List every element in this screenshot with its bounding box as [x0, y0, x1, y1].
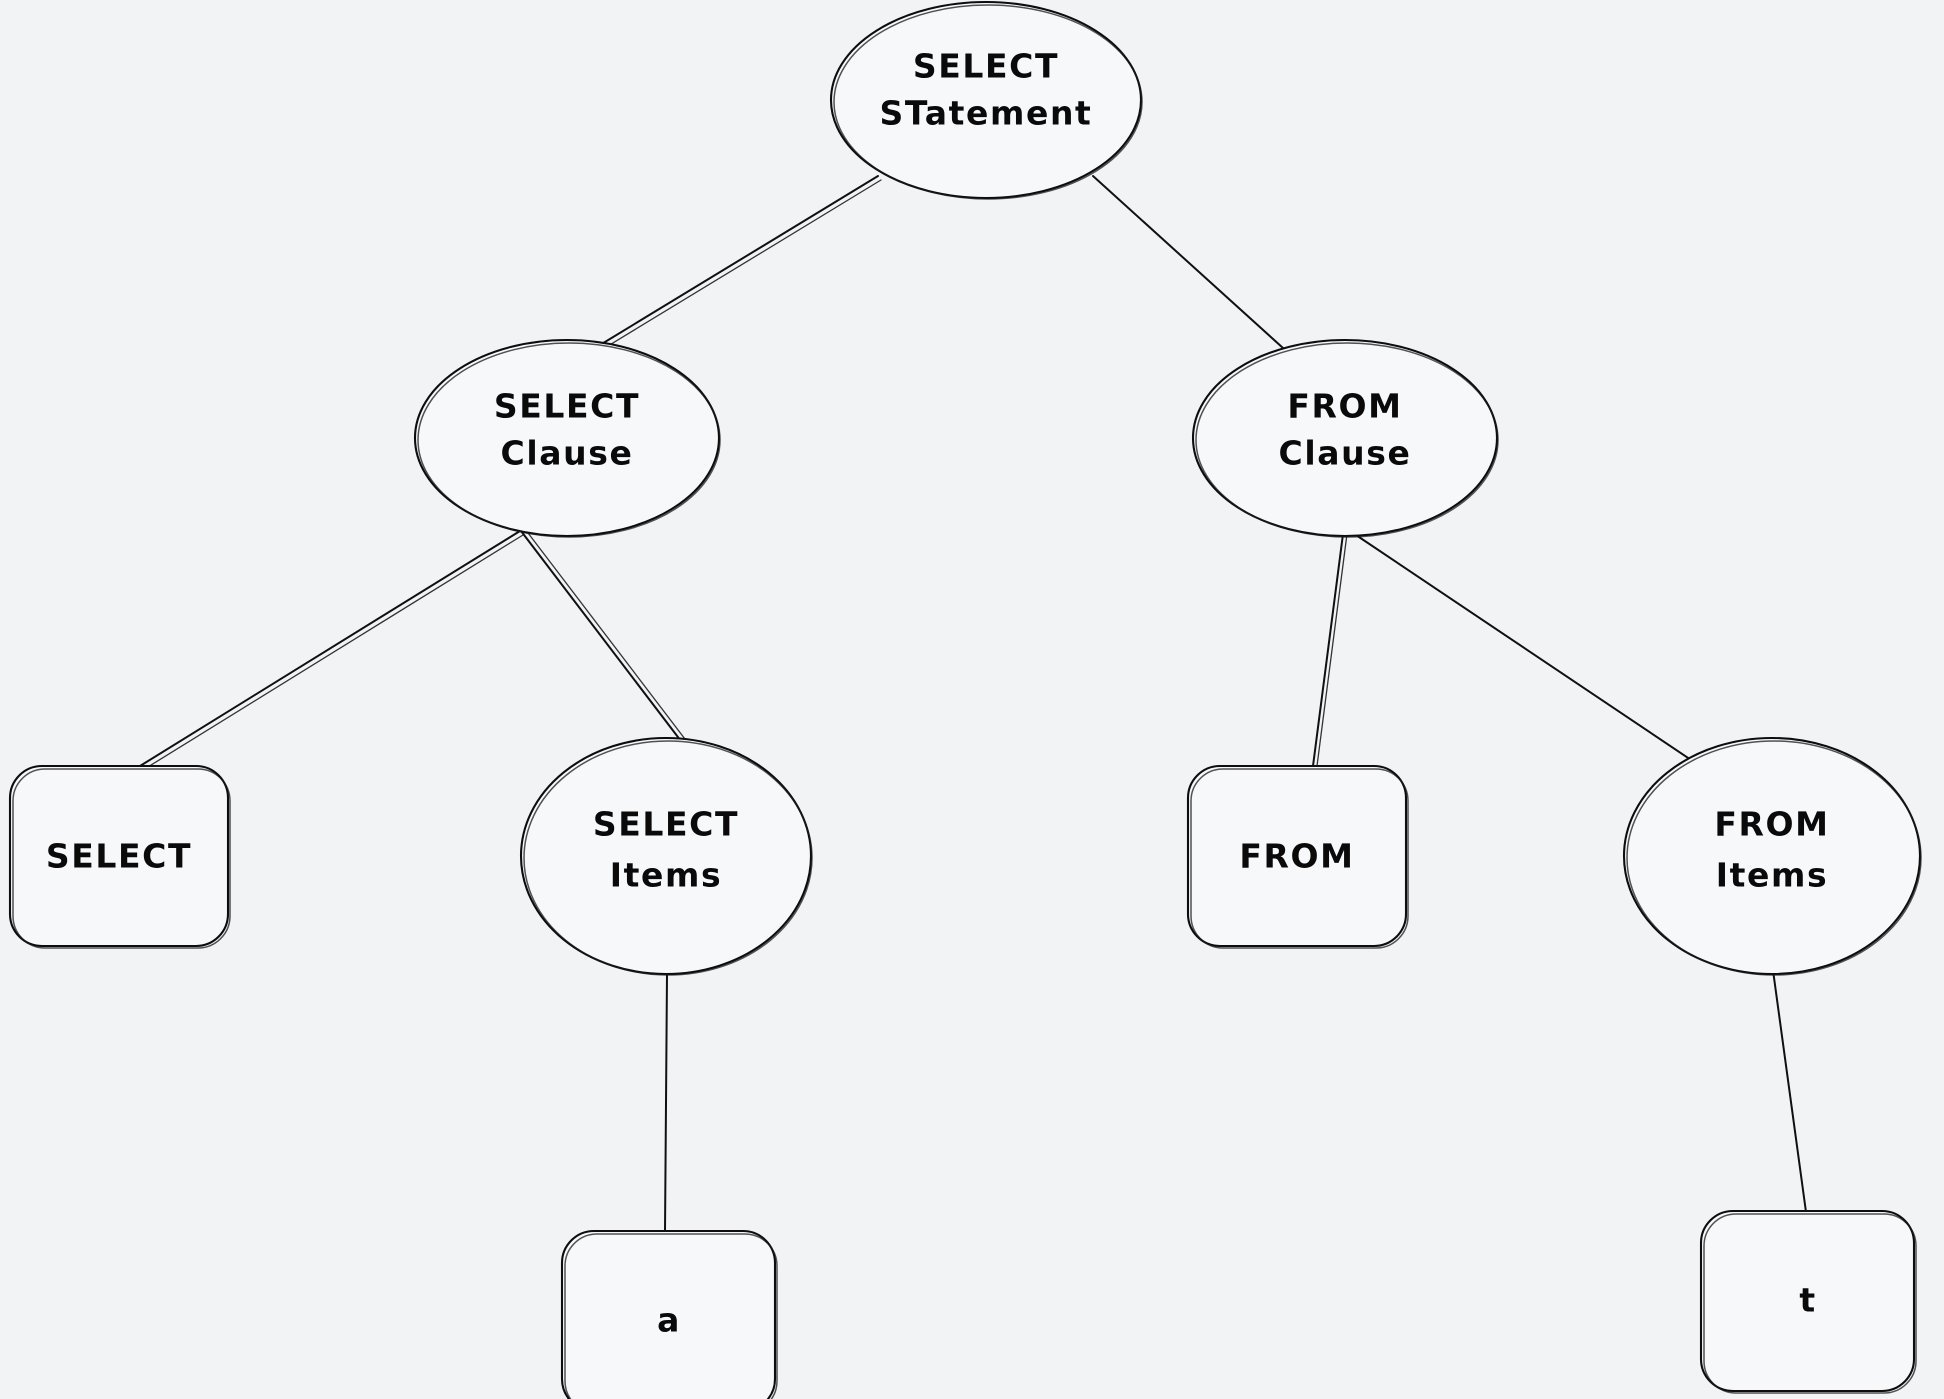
node-from-clause-line1: FROM	[1287, 387, 1402, 426]
node-from-terminal[interactable]: FROM	[1186, 764, 1409, 949]
node-select-items-line2: Items	[610, 856, 722, 895]
node-from-clause-line2: Clause	[1279, 434, 1412, 473]
node-from-items-line1: FROM	[1714, 805, 1829, 844]
node-select-statement-line2: STatement	[880, 94, 1093, 133]
node-from-clause[interactable]: FROM Clause	[1191, 338, 1499, 538]
edge-from-clause-to-from-terminal	[1312, 533, 1348, 767]
edge-select-statement-to-from-clause	[1092, 175, 1284, 349]
node-select-clause-line2: Clause	[501, 434, 634, 473]
node-t-terminal[interactable]: t	[1699, 1209, 1917, 1394]
node-a-terminal[interactable]: a	[560, 1229, 778, 1399]
edge-select-items-to-a-terminal	[664, 973, 668, 1233]
node-select-statement[interactable]: SELECT STatement	[829, 0, 1143, 200]
node-select-clause-line1: SELECT	[494, 387, 640, 426]
edges-group	[139, 175, 1807, 1233]
edge-select-clause-to-select-terminal	[139, 530, 524, 771]
node-t-terminal-label: t	[1799, 1281, 1816, 1320]
node-select-statement-line1: SELECT	[913, 47, 1059, 86]
node-from-items-line2: Items	[1716, 856, 1828, 895]
edge-select-clause-to-select-items	[520, 528, 689, 746]
node-select-terminal-label: SELECT	[46, 837, 192, 876]
node-select-terminal[interactable]: SELECT	[8, 764, 231, 949]
node-select-clause[interactable]: SELECT Clause	[413, 338, 721, 538]
node-from-terminal-label: FROM	[1239, 837, 1354, 876]
edge-from-clause-to-from-items	[1349, 530, 1713, 775]
node-a-terminal-label: a	[657, 1301, 681, 1340]
node-from-items[interactable]: FROM Items	[1622, 736, 1922, 976]
edge-from-items-to-t-terminal	[1771, 962, 1807, 1213]
node-select-items[interactable]: SELECT Items	[519, 736, 813, 976]
edge-select-statement-to-select-clause	[599, 175, 882, 350]
node-select-items-line1: SELECT	[593, 805, 739, 844]
